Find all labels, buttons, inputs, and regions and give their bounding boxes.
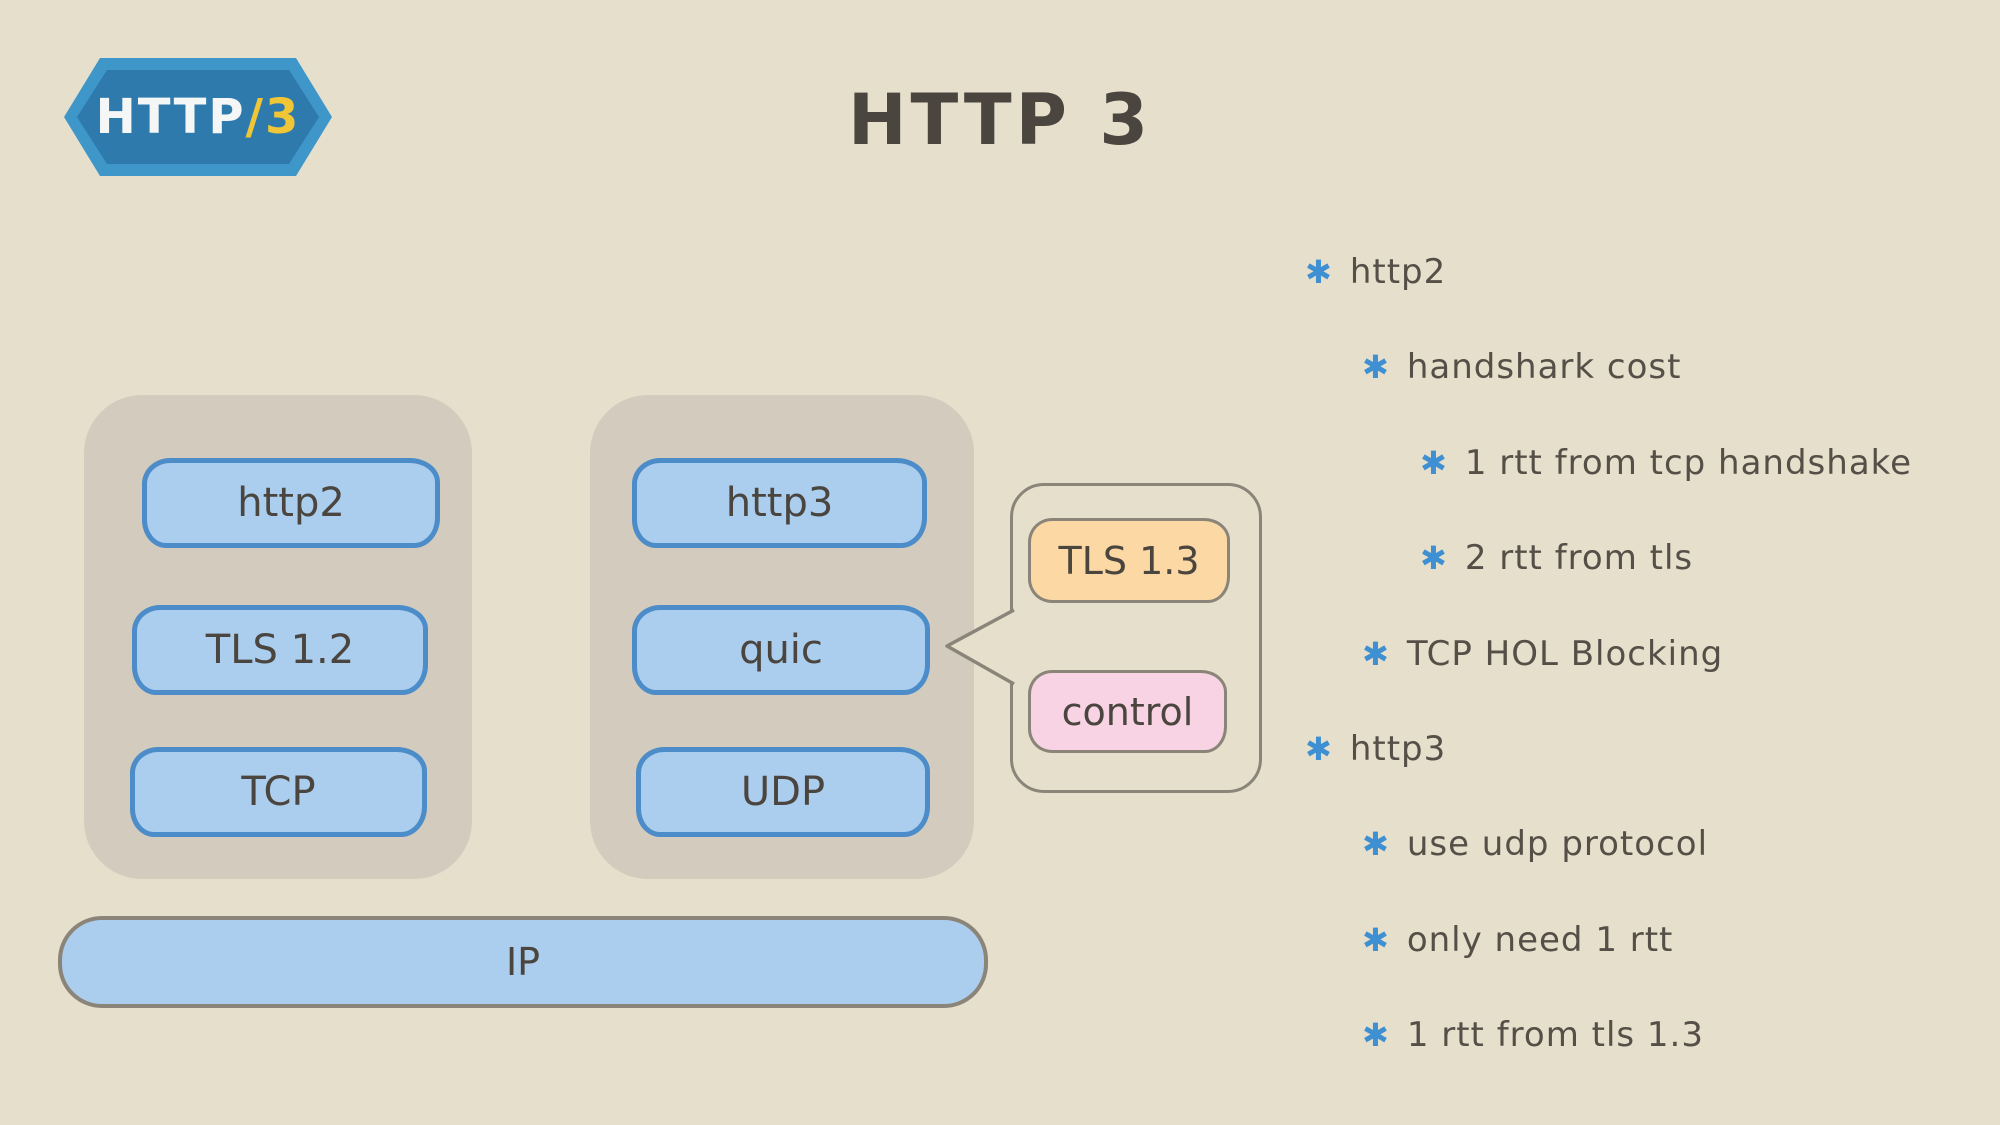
asterisk-bullet-icon: ✱ [1420,539,1447,577]
page-title: HTTP 3 [847,79,1153,161]
note-text: only need 1 rtt [1406,920,1674,960]
note-text: handshark cost [1406,347,1682,387]
layer-box-quic: quic [632,605,930,695]
layer-box-tls12: TLS 1.2 [132,605,428,695]
note-text: TCP HOL Blocking [1406,634,1724,674]
asterisk-bullet-icon: ✱ [1362,1016,1389,1054]
layer-box-ip: IP [58,916,988,1008]
note-text: 2 rtt from tls [1464,538,1694,578]
asterisk-bullet-icon: ✱ [1362,635,1389,673]
asterisk-bullet-icon: ✱ [1305,253,1332,291]
note-item: ✱ 1 rtt from tcp handshake [1420,439,1912,487]
callout-pointer [945,608,1015,686]
layer-box-control: control [1028,670,1227,753]
note-item: ✱ TCP HOL Blocking [1362,630,1723,678]
asterisk-bullet-icon: ✱ [1305,730,1332,768]
logo-hexagon-icon [64,58,332,176]
note-item: ✱ 1 rtt from tls 1.3 [1362,1011,1704,1059]
http3-logo: HTTP/3 [62,56,334,178]
logo-slash: / [245,89,266,145]
note-text: 1 rtt from tls 1.3 [1406,1015,1705,1055]
asterisk-bullet-icon: ✱ [1362,825,1389,863]
note-item: ✱ use udp protocol [1362,820,1708,868]
note-item: ✱ handshark cost [1362,343,1681,391]
layer-box-udp: UDP [636,747,930,837]
logo-three: 3 [265,89,301,145]
layer-box-tls13: TLS 1.3 [1028,518,1230,603]
note-item: ✱ http2 [1305,248,1446,296]
asterisk-bullet-icon: ✱ [1362,348,1389,386]
layer-box-tcp: TCP [130,747,427,837]
layer-box-http3: http3 [632,458,927,548]
note-text: use udp protocol [1406,824,1709,864]
note-item: ✱ 2 rtt from tls [1420,534,1693,582]
note-item: ✱ only need 1 rtt [1362,916,1673,964]
note-text: http2 [1349,252,1447,292]
asterisk-bullet-icon: ✱ [1420,444,1447,482]
note-item: ✱ http3 [1305,725,1446,773]
note-text: http3 [1349,729,1447,769]
logo-http-label: HTTP [95,89,246,145]
layer-box-http2: http2 [142,458,440,548]
note-text: 1 rtt from tcp handshake [1464,443,1913,483]
asterisk-bullet-icon: ✱ [1362,921,1389,959]
logo-text: HTTP/3 [62,56,334,178]
